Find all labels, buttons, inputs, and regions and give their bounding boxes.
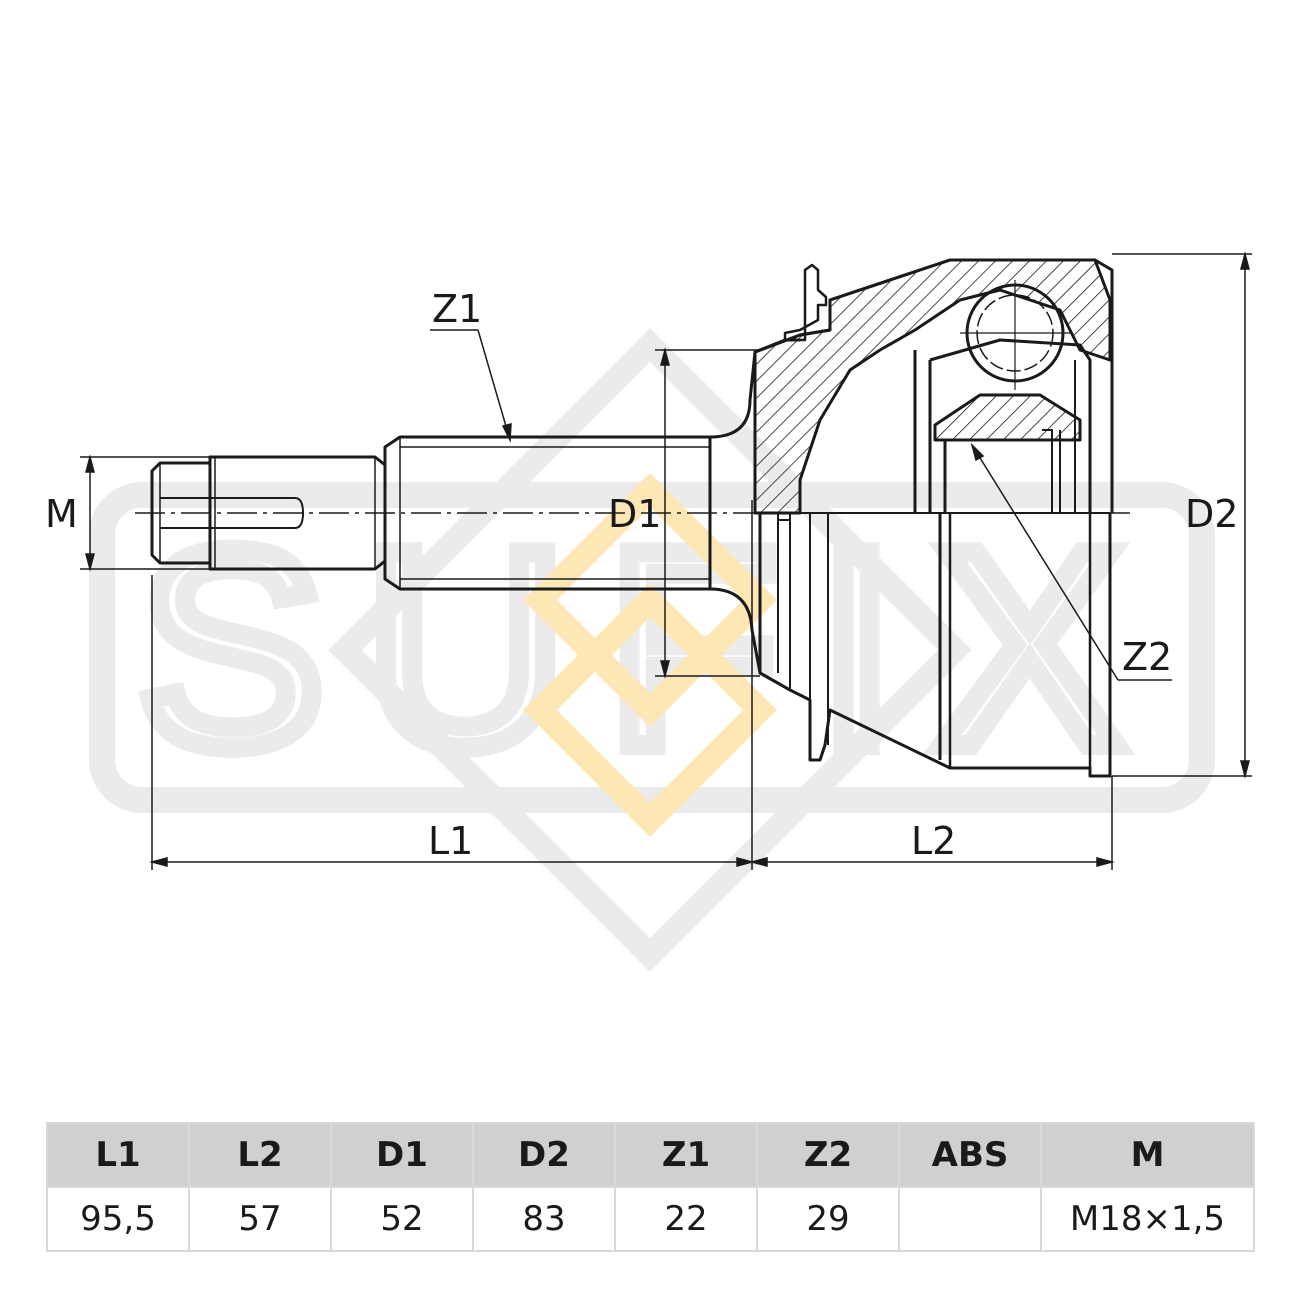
bell-section-hatch	[753, 258, 1112, 515]
dimension-lines	[80, 251, 1252, 870]
label-l1: L1	[428, 819, 473, 863]
spec-header-l1: L1	[46, 1122, 190, 1188]
spec-header-d2: D2	[472, 1122, 616, 1188]
spec-value-z2: 29	[756, 1186, 900, 1252]
spec-value-l2: 57	[188, 1186, 332, 1252]
keyway-slot	[160, 497, 304, 529]
spec-header-d1: D1	[330, 1122, 474, 1188]
spec-table: L1 L2 D1 D2 Z1 Z2 ABS M 95,5 57 52 83 22…	[46, 1122, 1255, 1252]
spec-header-abs: ABS	[898, 1122, 1042, 1188]
spec-table-value-row: 95,5 57 52 83 22 29 M18×1,5	[46, 1186, 1255, 1252]
label-z2: Z2	[1122, 635, 1172, 679]
watermark-logo: SUFIX	[89, 328, 1215, 972]
spec-value-z1: 22	[614, 1186, 758, 1252]
label-m: M	[45, 492, 78, 536]
boot-clamp	[783, 263, 828, 342]
spec-value-d2: 83	[472, 1186, 616, 1252]
spec-header-m: M	[1040, 1122, 1255, 1188]
label-l2: L2	[911, 819, 956, 863]
watermark-diamond-gold	[523, 473, 777, 837]
spec-value-d1: 52	[330, 1186, 474, 1252]
watermark-diamond-gray	[328, 328, 972, 972]
spec-header-z1: Z1	[614, 1122, 758, 1188]
label-z1: Z1	[432, 287, 482, 331]
cv-joint-drawing: SUFIX	[45, 251, 1252, 972]
spec-header-z2: Z2	[756, 1122, 900, 1188]
label-d2: D2	[1185, 492, 1238, 536]
watermark-text: SUFIX	[138, 493, 1163, 805]
spec-header-l2: L2	[188, 1122, 332, 1188]
label-d1: D1	[608, 492, 661, 536]
inner-race	[913, 350, 947, 760]
spec-table-header-row: L1 L2 D1 D2 Z1 Z2 ABS M	[46, 1122, 1255, 1188]
inner-race-hatch	[933, 393, 1082, 442]
spec-value-abs	[898, 1186, 1042, 1252]
spec-value-m: M18×1,5	[1040, 1186, 1255, 1252]
part-outline	[135, 258, 1130, 778]
spec-value-l1: 95,5	[46, 1186, 190, 1252]
inner-ring-steps	[777, 513, 829, 745]
